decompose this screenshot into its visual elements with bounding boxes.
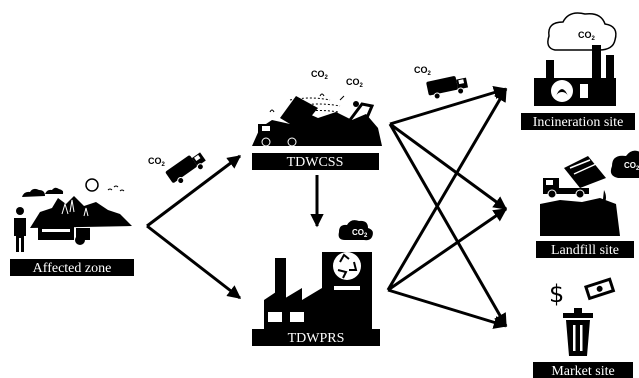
transport-emission-2: CO2 xyxy=(414,65,469,100)
co2-label: CO2 xyxy=(311,69,329,81)
market-site-label-bg xyxy=(533,362,633,378)
arrow-tdwprs-to-incineration xyxy=(386,87,508,291)
landfill-site-node: CO2 Landfill site xyxy=(536,150,639,258)
arrow-tdwcss-to-incineration xyxy=(389,86,508,126)
co2-label: CO2 xyxy=(148,156,166,168)
market-site-node: $ Market site xyxy=(533,277,633,378)
affected-zone-label: Affected zone xyxy=(33,261,112,276)
tdwcss-label: TDWCSS xyxy=(287,155,344,170)
cloud-icon: CO2 xyxy=(547,12,617,51)
recycling-factory-icon xyxy=(264,252,372,330)
garbage-truck-icon xyxy=(426,76,469,100)
arrow-tdwprs-to-landfill xyxy=(387,207,508,292)
co2-label: CO2 xyxy=(414,65,432,77)
debris-person-icon xyxy=(14,178,132,252)
market-site-label: Market site xyxy=(551,364,614,378)
arrow-tdwcss-to-market xyxy=(388,123,508,328)
co2-label: CO2 xyxy=(578,30,596,42)
trash-bin-money-icon: $ xyxy=(549,277,616,356)
tdwprs-label: TDWPRS xyxy=(288,331,345,346)
tdwcss-label-bg xyxy=(252,153,379,170)
landfill-site-label: Landfill site xyxy=(551,243,619,258)
incineration-site-label: Incineration site xyxy=(533,115,624,130)
arrow-affected-to-tdwcss xyxy=(146,154,242,228)
arrow-affected-to-tdwprs xyxy=(146,224,242,300)
landfill-truck-icon xyxy=(540,156,620,236)
garbage-truck-icon xyxy=(165,152,206,185)
co2-label: CO2 xyxy=(352,228,368,239)
arrow-tdwprs-to-market xyxy=(387,288,508,329)
affected-zone-node: Affected zone xyxy=(10,178,134,276)
co2-label: CO2 xyxy=(346,77,364,89)
dump-truck-excavator-icon xyxy=(252,93,382,147)
tdwprs-node: CO2 TDWPRS xyxy=(252,220,380,346)
tdwcss-node: CO2 CO2 TDWCSS xyxy=(252,69,382,170)
cloud-icon: CO2 xyxy=(338,220,373,241)
tdwprs-label-bg xyxy=(252,329,380,346)
co2-label: CO2 xyxy=(624,161,639,172)
arrow-tdwcss-to-landfill xyxy=(389,122,508,211)
incineration-site-node: CO2 Incineration site xyxy=(521,12,635,130)
incinerator-plant-icon xyxy=(534,45,616,106)
incineration-site-label-bg xyxy=(521,113,635,130)
transport-emission-1: CO2 xyxy=(148,152,206,185)
affected-zone-label-bg xyxy=(10,259,134,276)
cloud-icon: CO2 xyxy=(610,150,639,178)
flow-arrows xyxy=(146,86,508,329)
landfill-site-label-bg xyxy=(536,241,634,258)
dollar-icon: $ xyxy=(549,280,564,308)
